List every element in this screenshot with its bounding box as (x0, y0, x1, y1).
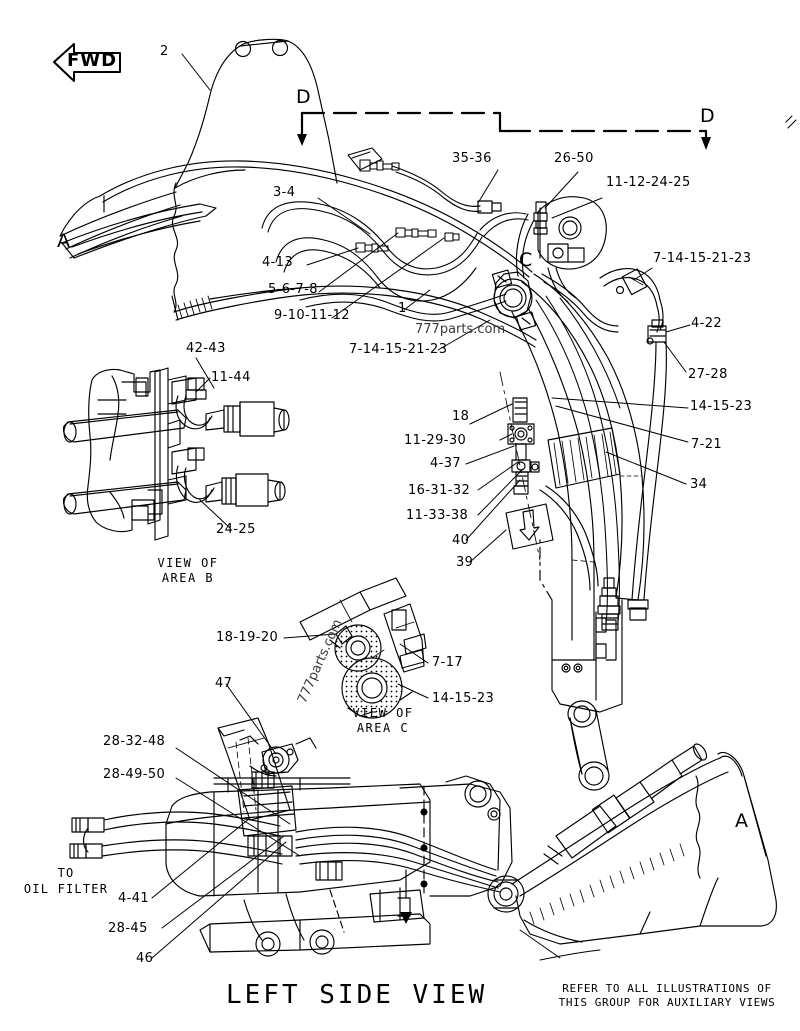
callout-26-50: 26-50 (554, 151, 594, 166)
callout-18-19-20: 18-19-20 (216, 630, 279, 645)
callout-27-28: 27-28 (688, 367, 728, 382)
hose-c-to-right (515, 213, 619, 333)
section-mark-d-left: D (296, 86, 311, 108)
callout-1: 1 (398, 301, 407, 316)
callout-16-31-32: 16-31-32 (408, 483, 471, 498)
callout-7-14-15-21-23-left: 7-14-15-21-23 (349, 342, 448, 357)
component-34-plate (547, 427, 621, 489)
view-caption-area-c: VIEW OF AREA C (352, 706, 414, 735)
callout-3-4: 3-4 (273, 185, 296, 200)
section-mark-a-left: A (57, 230, 70, 252)
callout-7-14-15-21-23-right: 7-14-15-21-23 (653, 251, 752, 266)
callout-5-6-7-8: 5-6-7-8 (268, 282, 318, 297)
control-linkage (239, 735, 317, 777)
fwd-arrow-icon (53, 43, 121, 82)
callout-40: 40 (452, 533, 470, 548)
callout-34: 34 (690, 477, 708, 492)
callout-28-49-50: 28-49-50 (103, 767, 166, 782)
stick-plate (511, 307, 595, 661)
auxiliary-views-note: REFER TO ALL ILLUSTRATIONS OF THIS GROUP… (558, 982, 776, 1010)
stick-link-arm (567, 700, 610, 791)
stick-lower-body (539, 539, 623, 713)
callout-11-33-38: 11-33-38 (406, 508, 469, 523)
section-line-d-d (297, 111, 711, 150)
bottom-pivot-bearing (487, 875, 525, 913)
callout-39: 39 (456, 555, 474, 570)
oil-filter-note: TO OIL FILTER (23, 866, 109, 896)
boom-lower-profile (209, 285, 537, 348)
view-area-c-drawing (299, 577, 427, 719)
stick-hose-fitting-lower (597, 577, 621, 631)
callout-24-25: 24-25 (216, 522, 256, 537)
callout-2: 2 (160, 44, 169, 59)
boom-cylinder-head-right (533, 196, 607, 303)
callout-35-36: 35-36 (452, 151, 492, 166)
boom-break-left (59, 182, 304, 321)
callout-4-13: 4-13 (262, 255, 294, 270)
callout-47: 47 (215, 676, 233, 691)
callout-9-10-11-12: 9-10-11-12 (274, 308, 350, 323)
stick-valve-assembly (507, 397, 540, 495)
callout-18: 18 (452, 409, 470, 424)
hose-fittings-boom (347, 147, 460, 253)
stick-hose-lower-branch (539, 485, 599, 591)
callout-28-32-48: 28-32-48 (103, 734, 166, 749)
boom-upper-profile (99, 160, 533, 278)
main-view-caption: LEFT SIDE VIEW (226, 980, 488, 1010)
section-mark-a-right: A (735, 810, 748, 832)
stick-hose-run (535, 295, 621, 625)
callout-11-44: 11-44 (211, 370, 251, 385)
callout-42-43: 42-43 (186, 341, 226, 356)
leader-lines (151, 53, 691, 959)
right-hose-run-down (627, 341, 667, 621)
callout-4-37: 4-37 (430, 456, 462, 471)
callout-28-45: 28-45 (108, 921, 148, 936)
component-39-decal (505, 503, 554, 550)
view-caption-area-b: VIEW OF AREA B (157, 556, 219, 585)
bottom-hose-bundle (295, 826, 501, 893)
hose-to-35-36 (391, 165, 502, 214)
callout-4-41: 4-41 (118, 891, 150, 906)
misc-details (519, 115, 797, 961)
callout-4-22: 4-22 (691, 316, 723, 331)
section-mark-d-right: D (700, 105, 715, 127)
callout-14-15-23-area-c: 14-15-23 (432, 691, 495, 706)
boom-cylinder-rods (61, 203, 217, 259)
boom-break-hatch-left (177, 295, 213, 319)
section-mark-c: C (519, 249, 533, 271)
boom-base-bracket (174, 38, 338, 189)
callout-14-15-23-right: 14-15-23 (690, 399, 753, 414)
callout-11-29-30: 11-29-30 (404, 433, 467, 448)
fwd-label: FWD (67, 50, 118, 71)
callout-7-17: 7-17 (432, 655, 464, 670)
stick-centerline (499, 371, 541, 561)
right-hose-upper (599, 268, 667, 345)
callout-11-12-24-25: 11-12-24-25 (606, 175, 691, 190)
watermark-1: 777parts.com (415, 322, 506, 337)
view-area-b-drawing (62, 367, 290, 541)
callout-46: 46 (136, 951, 154, 966)
callout-7-21: 7-21 (691, 437, 723, 452)
boom-hose-bundle (261, 201, 529, 322)
bottom-right-boom (511, 743, 777, 945)
